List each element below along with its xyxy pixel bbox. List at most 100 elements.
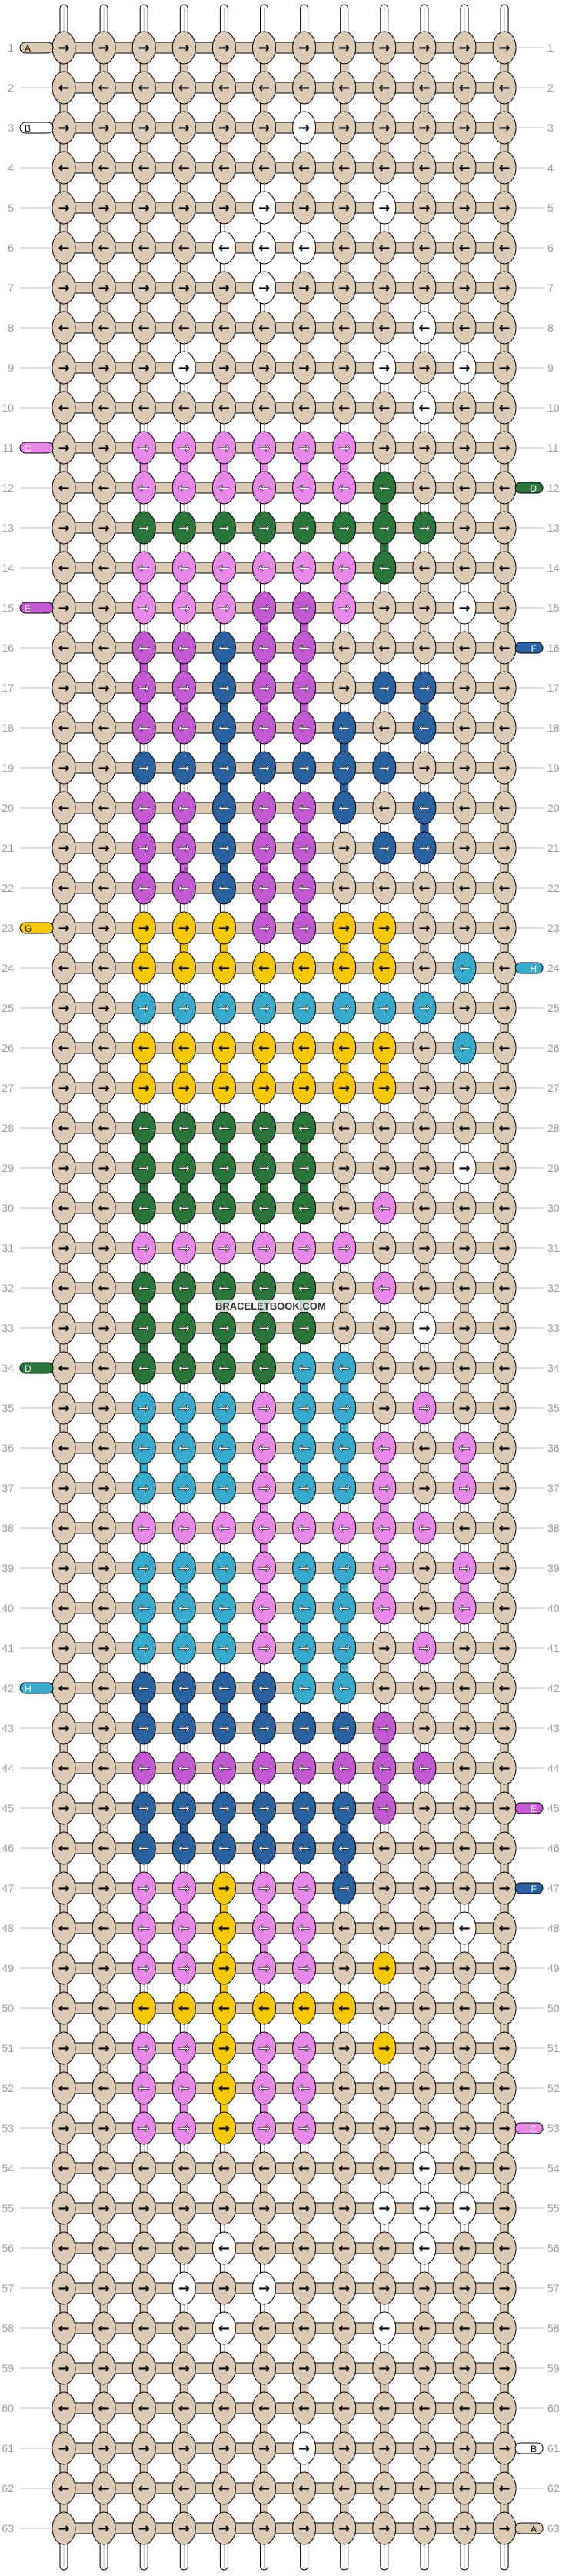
- knot[interactable]: ←: [292, 471, 317, 505]
- knot[interactable]: ←: [452, 1671, 477, 1705]
- knot[interactable]: →: [492, 1551, 517, 1585]
- knot[interactable]: ←: [252, 951, 276, 985]
- knot[interactable]: ←: [332, 231, 357, 265]
- knot[interactable]: →: [292, 911, 317, 945]
- knot[interactable]: ←: [211, 471, 236, 505]
- knot[interactable]: →: [372, 591, 397, 625]
- knot[interactable]: ←: [372, 1991, 397, 2025]
- knot[interactable]: →: [412, 1791, 437, 1825]
- knot[interactable]: →: [292, 2191, 317, 2225]
- knot[interactable]: ←: [52, 1111, 76, 1145]
- knot[interactable]: →: [332, 1471, 357, 1505]
- knot[interactable]: →: [412, 831, 437, 865]
- knot[interactable]: ←: [332, 1751, 357, 1785]
- knot[interactable]: ←: [92, 631, 116, 665]
- knot[interactable]: →: [92, 431, 116, 465]
- knot[interactable]: →: [292, 2511, 317, 2545]
- knot[interactable]: →: [252, 671, 276, 705]
- knot[interactable]: →: [492, 1151, 517, 1185]
- knot[interactable]: ←: [171, 1031, 196, 1065]
- knot[interactable]: ←: [412, 711, 437, 745]
- knot[interactable]: →: [131, 191, 156, 225]
- knot[interactable]: →: [332, 1151, 357, 1185]
- knot[interactable]: ←: [131, 871, 156, 905]
- knot[interactable]: ←: [332, 631, 357, 665]
- knot[interactable]: →: [171, 911, 196, 945]
- knot[interactable]: →: [492, 2351, 517, 2385]
- knot[interactable]: →: [52, 1951, 76, 1985]
- knot[interactable]: ←: [452, 1511, 477, 1545]
- knot[interactable]: →: [492, 271, 517, 305]
- knot[interactable]: ←: [452, 471, 477, 505]
- knot[interactable]: ←: [52, 471, 76, 505]
- knot[interactable]: ←: [52, 1911, 76, 1945]
- knot[interactable]: ←: [292, 1271, 317, 1305]
- knot[interactable]: ←: [292, 871, 317, 905]
- knot[interactable]: ←: [372, 2391, 397, 2425]
- knot[interactable]: ←: [292, 951, 317, 985]
- knot[interactable]: ←: [412, 1991, 437, 2025]
- knot[interactable]: ←: [372, 791, 397, 825]
- knot[interactable]: →: [492, 591, 517, 625]
- knot[interactable]: →: [452, 271, 477, 305]
- knot[interactable]: ←: [131, 2071, 156, 2105]
- knot[interactable]: ←: [372, 1031, 397, 1065]
- knot[interactable]: →: [492, 511, 517, 545]
- knot[interactable]: →: [332, 111, 357, 145]
- knot[interactable]: →: [131, 2271, 156, 2305]
- knot[interactable]: →: [492, 2031, 517, 2065]
- knot[interactable]: →: [252, 431, 276, 465]
- knot[interactable]: ←: [211, 791, 236, 825]
- knot[interactable]: ←: [52, 551, 76, 585]
- knot[interactable]: ←: [492, 551, 517, 585]
- knot[interactable]: →: [252, 751, 276, 785]
- knot[interactable]: →: [452, 511, 477, 545]
- knot[interactable]: ←: [292, 711, 317, 745]
- knot[interactable]: ←: [492, 1671, 517, 1705]
- knot[interactable]: →: [131, 2351, 156, 2385]
- knot[interactable]: ←: [332, 2391, 357, 2425]
- knot[interactable]: →: [92, 591, 116, 625]
- knot[interactable]: →: [292, 991, 317, 1025]
- knot[interactable]: ←: [252, 2471, 276, 2505]
- knot[interactable]: →: [211, 1151, 236, 1185]
- knot[interactable]: →: [171, 271, 196, 305]
- knot[interactable]: ←: [211, 711, 236, 745]
- knot[interactable]: →: [332, 511, 357, 545]
- knot[interactable]: →: [412, 671, 437, 705]
- knot[interactable]: →: [52, 1471, 76, 1505]
- knot[interactable]: →: [332, 671, 357, 705]
- knot[interactable]: ←: [252, 1671, 276, 1705]
- knot[interactable]: ←: [92, 1751, 116, 1785]
- knot[interactable]: ←: [332, 2071, 357, 2105]
- knot[interactable]: →: [171, 1871, 196, 1905]
- knot[interactable]: ←: [372, 1671, 397, 1705]
- knot[interactable]: ←: [211, 1591, 236, 1625]
- knot[interactable]: ←: [292, 551, 317, 585]
- knot[interactable]: ←: [372, 71, 397, 105]
- knot[interactable]: ←: [492, 871, 517, 905]
- knot[interactable]: ←: [452, 2231, 477, 2265]
- knot[interactable]: ←: [252, 2391, 276, 2425]
- knot[interactable]: ←: [412, 1831, 437, 1865]
- knot[interactable]: →: [332, 2111, 357, 2145]
- knot[interactable]: →: [211, 1951, 236, 1985]
- knot[interactable]: ←: [452, 1191, 477, 1225]
- knot[interactable]: ←: [292, 1591, 317, 1625]
- knot[interactable]: ←: [332, 151, 357, 185]
- knot[interactable]: →: [252, 31, 276, 65]
- knot[interactable]: ←: [452, 2071, 477, 2105]
- knot[interactable]: ←: [92, 2311, 116, 2345]
- knot[interactable]: →: [52, 671, 76, 705]
- knot[interactable]: →: [492, 31, 517, 65]
- knot[interactable]: ←: [332, 1431, 357, 1465]
- knot[interactable]: →: [252, 271, 276, 305]
- knot[interactable]: →: [292, 1151, 317, 1185]
- knot[interactable]: →: [252, 1071, 276, 1105]
- knot[interactable]: →: [52, 2191, 76, 2225]
- knot[interactable]: ←: [492, 951, 517, 985]
- knot[interactable]: →: [252, 1311, 276, 1345]
- knot[interactable]: ←: [452, 1031, 477, 1065]
- knot[interactable]: →: [292, 2271, 317, 2305]
- knot[interactable]: →: [52, 2511, 76, 2545]
